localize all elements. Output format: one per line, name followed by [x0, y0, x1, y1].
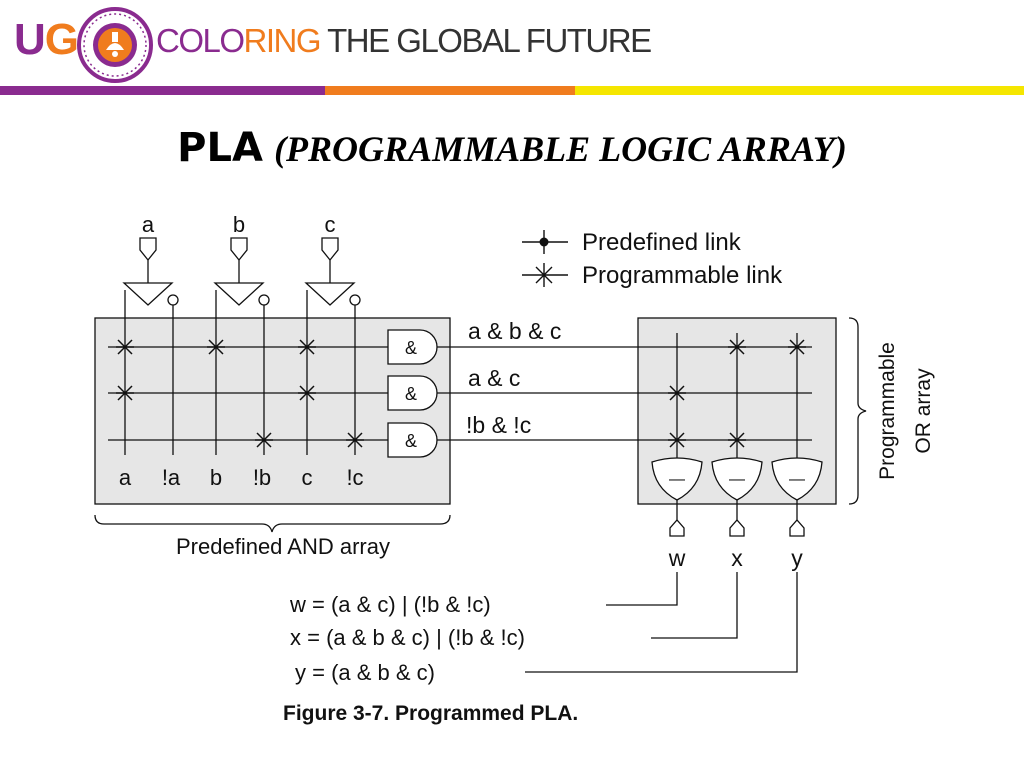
or-gate-x: [711, 457, 763, 501]
buffer-c: [304, 282, 356, 306]
input-label-b: b: [233, 212, 245, 237]
and-gate-2-symbol: &: [405, 384, 417, 404]
column-label-b: b: [210, 465, 222, 490]
equation-y: y = (a & b & c): [295, 660, 435, 685]
slide-title: PLA (PROGRAMMABLE LOGIC ARRAY): [177, 125, 847, 171]
programmable-links: [116, 339, 806, 448]
input-pin-a: [139, 237, 157, 262]
predefined-link-icon: [539, 237, 549, 247]
or-array-label-line1: Programmable: [876, 342, 899, 480]
tagline: COLORING THE GLOBAL FUTURE: [156, 22, 652, 59]
or-array-label-line2: OR array: [912, 368, 935, 454]
product-term-2: a & c: [468, 365, 520, 391]
university-seal-icon: [77, 7, 153, 83]
or-gate-x-symbol: —: [729, 471, 745, 488]
column-label-not-a: !a: [162, 465, 181, 490]
equation-connector-x: [651, 572, 738, 639]
header-bar-purple: [0, 86, 325, 95]
legend-programmable-label: Programmable link: [582, 262, 783, 289]
header-bar-yellow: [575, 86, 1024, 95]
input-label-c: c: [325, 212, 336, 237]
and-gate-1-symbol: &: [405, 338, 417, 358]
and-gate-1: [387, 329, 438, 365]
or-gate-w-symbol: —: [669, 471, 685, 488]
buffer-b: [213, 282, 265, 306]
equation-connector-w: [606, 572, 678, 606]
and-gate-3: [387, 422, 438, 458]
and-gate-3-symbol: &: [405, 431, 417, 451]
column-label-c: c: [302, 465, 313, 490]
input-pin-c: [321, 237, 339, 262]
figure-caption: Figure 3-7. Programmed PLA.: [283, 702, 578, 725]
output-label-x: x: [731, 545, 743, 571]
ug-logo-text: UG: [14, 15, 79, 64]
or-gate-y-symbol: —: [789, 471, 805, 488]
product-term-1: a & b & c: [468, 318, 561, 344]
buffer-a: [122, 282, 174, 306]
legend-predefined-label: Predefined link: [582, 229, 742, 256]
output-pin-w: [669, 519, 685, 537]
output-label-y: y: [791, 545, 803, 571]
programmable-link-icon: [522, 263, 568, 287]
column-label-not-b: !b: [253, 465, 271, 490]
legend: Predefined link Programmable link: [522, 229, 783, 289]
column-label-a: a: [119, 465, 132, 490]
and-array-brace: [94, 514, 451, 533]
input-label-a: a: [142, 212, 155, 237]
or-array-brace: [848, 317, 867, 505]
equation-connector-y: [525, 572, 798, 673]
or-gate-w: [651, 457, 703, 501]
and-gate-2: [387, 375, 438, 411]
equation-w: w = (a & c) | (!b & !c): [289, 592, 491, 617]
equation-x: x = (a & b & c) | (!b & !c): [290, 625, 525, 650]
input-pin-b: [230, 237, 248, 262]
column-label-not-c: !c: [346, 465, 363, 490]
and-array-label: Predefined AND array: [176, 534, 390, 559]
output-label-w: w: [668, 545, 686, 571]
slide-header: UG COLORING THE GLOBAL FUTURE: [0, 0, 1024, 100]
product-term-3: !b & !c: [466, 412, 531, 438]
or-gate-y: [771, 457, 823, 501]
output-pin-x: [729, 519, 745, 537]
output-pin-y: [789, 519, 805, 537]
header-bar-orange: [325, 86, 575, 95]
or-array-label: Programmable OR array: [876, 342, 935, 480]
